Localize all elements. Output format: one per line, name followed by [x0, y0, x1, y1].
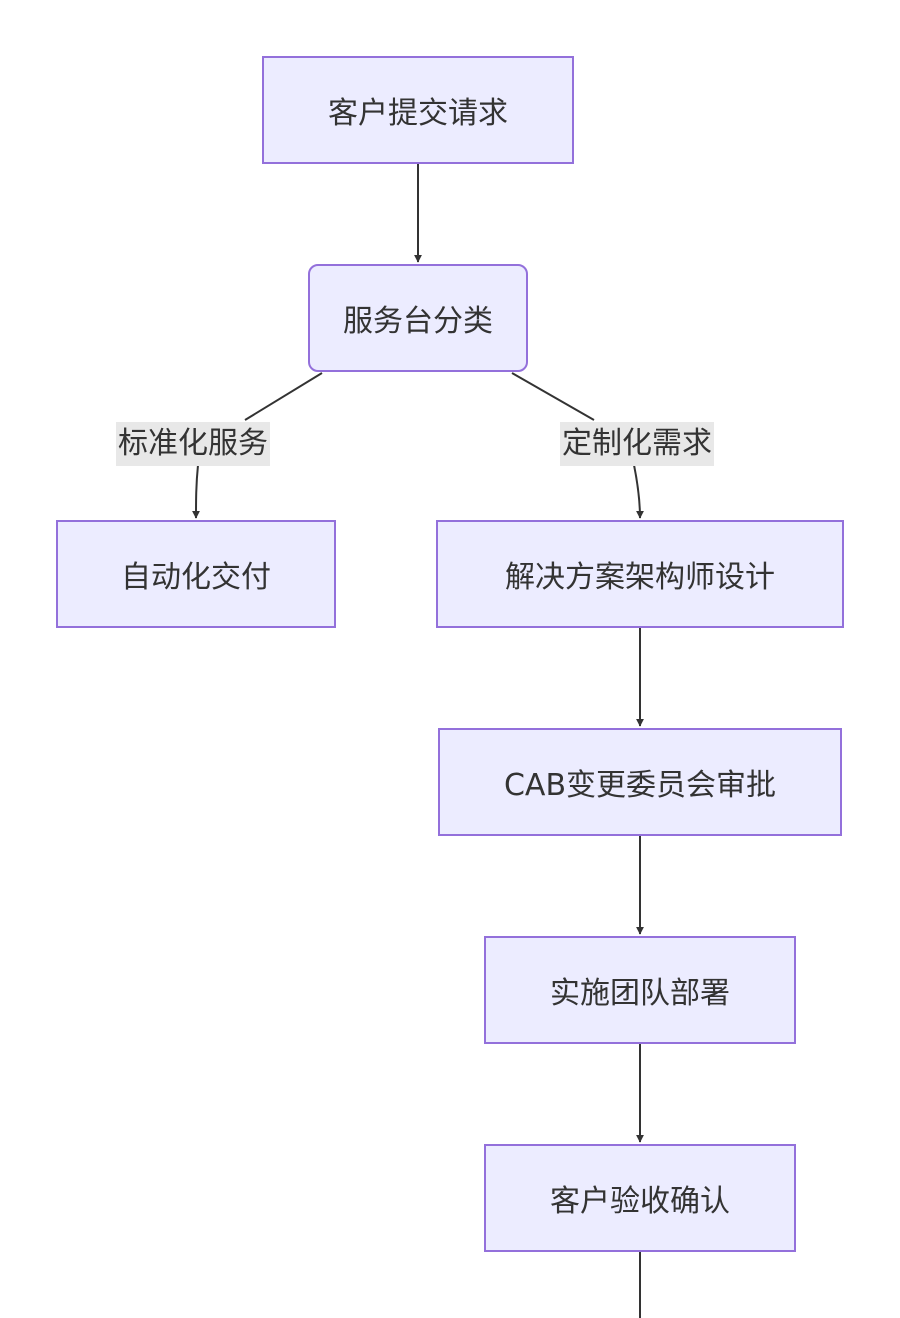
node-cab-approval[interactable]: CAB变更委员会审批 — [438, 728, 842, 836]
node-automated-delivery[interactable]: 自动化交付 — [56, 520, 336, 628]
node-customer-request[interactable]: 客户提交请求 — [262, 56, 574, 164]
node-implementation-deploy[interactable]: 实施团队部署 — [484, 936, 796, 1044]
edge-triage-to-architect — [511, 372, 640, 518]
node-customer-acceptance[interactable]: 客户验收确认 — [484, 1144, 796, 1252]
edge-label-customized-requirement: 定制化需求 — [560, 422, 714, 466]
node-solution-architect-design[interactable]: 解决方案架构师设计 — [436, 520, 844, 628]
edge-label-standardized-service: 标准化服务 — [116, 422, 270, 466]
edge-triage-to-auto-delivery — [196, 372, 323, 518]
node-service-desk-triage[interactable]: 服务台分类 — [308, 264, 528, 372]
